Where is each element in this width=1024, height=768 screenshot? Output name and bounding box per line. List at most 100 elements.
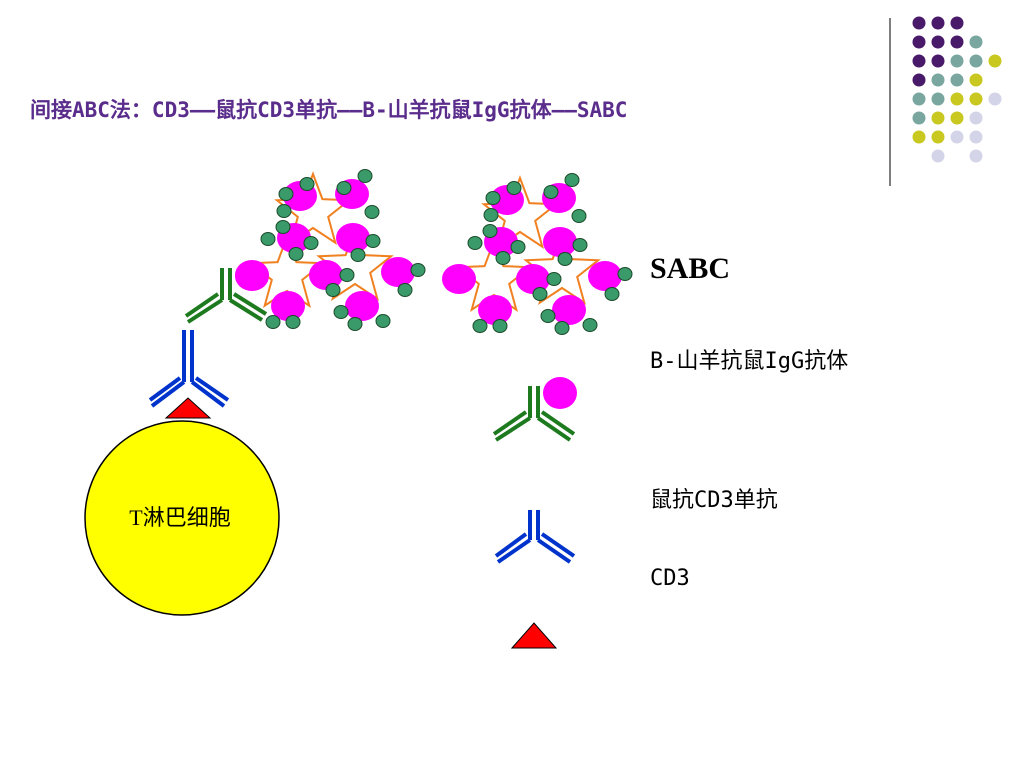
avidin-dot [540,309,556,323]
avidin-dot [485,191,501,205]
decorative-dot [912,130,926,144]
sabc-complex-bound [235,169,426,331]
avidin-dot [510,240,526,254]
primary-antibody-bound [148,330,230,408]
avidin-dot [564,173,580,187]
decorative-dot [912,73,926,87]
cd3-antigen-triangle [164,397,212,419]
biotin-enzyme [478,295,512,325]
avidin-dot [276,204,292,218]
legend-cd3-label: CD3 [650,566,690,591]
avidin-dot [572,238,588,252]
biotin-enzyme [235,260,269,290]
t-cell [84,420,280,616]
avidin-dot [483,208,499,222]
slide-title: 间接ABC法：CD3——鼠抗CD3单抗——B-山羊抗鼠IgG抗体——SABC [30,98,628,122]
avidin-dot [554,321,570,335]
avidin-star [316,227,394,301]
decorative-dot [931,92,945,106]
decorative-dot [950,16,964,30]
decorative-dot [931,111,945,125]
avidin-dot [532,287,548,301]
avidin-dot [347,317,363,331]
avidin-dot [325,283,341,297]
avidin-dot [333,305,349,319]
decorative-dot [969,149,983,163]
avidin-dot [299,177,315,191]
avidin-dot [482,224,498,238]
avidin-dot [571,209,587,223]
avidin-dot [546,272,562,286]
biotin-enzyme [588,261,622,291]
avidin-dot [303,236,319,250]
decorative-dot [969,73,983,87]
avidin-dot [350,248,366,262]
legend-primary-antibody [494,510,576,564]
biotin-enzyme [381,257,415,287]
avidin-dot [375,314,391,328]
t-cell-label: T淋巴细胞 [129,505,231,530]
decorative-dot [912,111,926,125]
decorative-dot [969,92,983,106]
decorative-dot [912,54,926,68]
decorative-dot [931,149,945,163]
avidin-dot [467,236,483,250]
avidin-dot [288,247,304,261]
biotin-enzyme [543,227,577,257]
avidin-dot [617,267,633,281]
avidin-dot [336,181,352,195]
legend-biotin [543,377,577,409]
avidin-dot [357,169,373,183]
decorative-dot [950,35,964,49]
secondary-antibody-bound [184,268,268,324]
legend-secondary-antibody [492,386,576,442]
avidin-dot [275,220,291,234]
avidin-dot [492,319,508,333]
decorative-dot [969,111,983,125]
avidin-dot [543,185,559,199]
decorative-dot [988,54,1002,68]
biotin-enzyme [271,291,305,321]
decorative-dot [969,35,983,49]
biotin-enzyme [336,223,370,253]
avidin-dot [285,315,301,329]
biotin-enzyme [442,264,476,294]
avidin-dot [339,268,355,282]
avidin-dot [582,318,598,332]
avidin-dot [472,319,488,333]
avidin-dot [604,287,620,301]
decorative-dot [950,92,964,106]
decorative-dot [950,111,964,125]
decorative-dot [988,92,1002,106]
legend-primary-label: 鼠抗CD3单抗 [650,488,778,513]
decorative-dot [912,16,926,30]
decorative-dot [950,54,964,68]
decorative-dot [950,130,964,144]
sabc-complex-legend [442,173,633,335]
decorative-dot [931,35,945,49]
decorative-dot [912,35,926,49]
decorative-dot [931,54,945,68]
decorative-dot [950,73,964,87]
avidin-dot [506,181,522,195]
avidin-dot [365,234,381,248]
decorative-dot [969,130,983,144]
biotin-enzyme [516,264,550,294]
avidin-dot [557,252,573,266]
decorative-dot [931,16,945,30]
biotin-enzyme [552,295,586,325]
avidin-dot [397,283,413,297]
decorative-dot [931,130,945,144]
avidin-dot [364,205,380,219]
biotin-enzyme [345,291,379,321]
avidin-dot [410,263,426,277]
legend-secondary-label: B-山羊抗鼠IgG抗体 [650,349,849,374]
decorative-dot [969,54,983,68]
avidin-dot [265,315,281,329]
avidin-dot [278,187,294,201]
decorative-dot [931,73,945,87]
avidin-dot [495,251,511,265]
